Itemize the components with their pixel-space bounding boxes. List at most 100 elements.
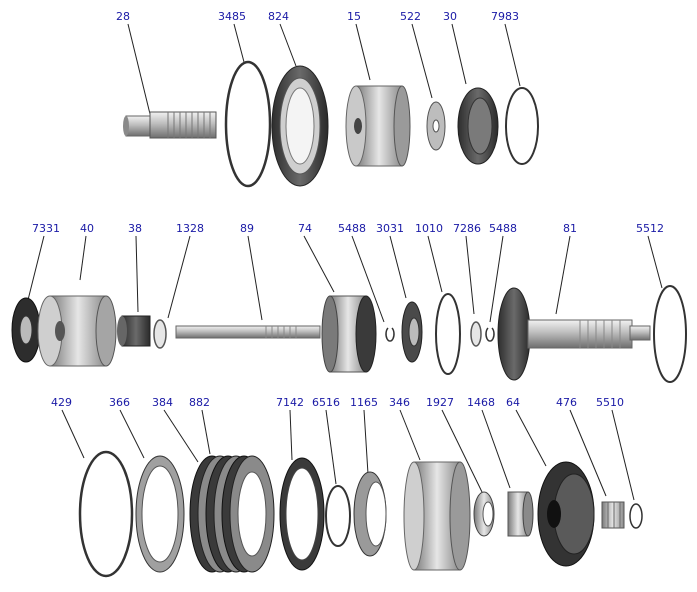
part-5510-snap-ring: [629, 503, 643, 529]
callout-346: 346: [389, 396, 410, 409]
leader-81: [555, 235, 571, 315]
part-81-output-shaft: [497, 287, 651, 381]
callout-28: 28: [116, 10, 130, 23]
callout-3031: 3031: [376, 222, 404, 235]
part-15-drum: [345, 85, 411, 167]
part-3485-snap-ring: [224, 60, 272, 188]
leader-74: [303, 235, 335, 293]
part-7331-thrust-plate: [11, 297, 41, 363]
part-5488-snap-ring-b: [485, 327, 495, 342]
part-384-882-clutch-pack: [189, 455, 275, 573]
callout-81: 81: [563, 222, 577, 235]
leader-7983: [504, 23, 521, 87]
leader-38: [135, 235, 139, 313]
leader-lines: [27, 23, 663, 501]
part-1165-sprag-cage: [353, 471, 387, 557]
part-5488-snap-ring-a: [385, 327, 395, 342]
callout-1165: 1165: [350, 396, 378, 409]
callout-40: 40: [80, 222, 94, 235]
part-38-sprag: [117, 315, 151, 347]
callout-7142: 7142: [276, 396, 304, 409]
part-40-planet-carrier: [37, 295, 117, 367]
callout-5488b: 5488: [489, 222, 517, 235]
callout-882: 882: [189, 396, 210, 409]
leader-476: [569, 409, 607, 497]
part-5512-snap-ring: [653, 285, 687, 383]
part-366-pressure-plate: [135, 455, 185, 573]
callout-366: 366: [109, 396, 130, 409]
callout-89: 89: [240, 222, 254, 235]
callout-1010: 1010: [415, 222, 443, 235]
callout-5488a: 5488: [338, 222, 366, 235]
callout-824: 824: [268, 10, 289, 23]
callout-429: 429: [51, 396, 72, 409]
leader-824: [279, 23, 297, 67]
part-6516-snap-ring: [325, 485, 351, 547]
part-824-clutch-assembly: [271, 65, 329, 187]
callout-5510: 5510: [596, 396, 624, 409]
callout-1468: 1468: [467, 396, 495, 409]
leader-6516: [325, 409, 337, 485]
leader-346: [399, 409, 421, 461]
callout-6516: 6516: [312, 396, 340, 409]
callout-5512: 5512: [636, 222, 664, 235]
part-476-spring: [601, 501, 625, 529]
leader-429: [61, 409, 85, 459]
callout-labels: 28 3485 824 15 522 30 7983 7331 40 38 13…: [32, 10, 664, 409]
leader-1328: [167, 235, 191, 319]
leader-366: [119, 409, 145, 459]
part-28-shaft: [123, 111, 217, 139]
part-1010-snap-ring: [435, 293, 461, 375]
leader-7331: [27, 235, 45, 301]
callout-1328: 1328: [176, 222, 204, 235]
callout-64: 64: [506, 396, 520, 409]
leader-1010: [427, 235, 443, 293]
part-30-ring-gear: [457, 87, 499, 165]
leader-7142: [289, 409, 293, 461]
leader-1468: [481, 409, 511, 489]
callout-74: 74: [298, 222, 312, 235]
callout-38: 38: [128, 222, 142, 235]
leader-40: [79, 235, 87, 281]
part-89-shaft: [175, 325, 321, 339]
leader-882: [201, 409, 211, 455]
callout-384: 384: [152, 396, 173, 409]
leader-3485: [233, 23, 245, 63]
leader-384: [163, 409, 199, 463]
callout-476: 476: [556, 396, 577, 409]
leader-5510: [611, 409, 635, 501]
callout-7983: 7983: [491, 10, 519, 23]
leader-5488a: [351, 235, 385, 323]
leader-30: [451, 23, 467, 85]
part-7142-clutch-plate: [279, 457, 325, 571]
leader-1165: [363, 409, 369, 475]
callout-7331: 7331: [32, 222, 60, 235]
part-1328-washer: [153, 319, 167, 349]
leader-28: [127, 23, 151, 115]
leader-522: [411, 23, 433, 99]
part-74-ring-gear: [321, 295, 377, 373]
leader-7286: [465, 235, 475, 315]
leader-89: [247, 235, 263, 321]
part-7286-washer: [470, 321, 482, 347]
part-7983-snap-ring: [505, 87, 539, 165]
leader-5488b: [489, 235, 504, 323]
leader-1927: [441, 409, 483, 493]
leader-64: [515, 409, 547, 467]
row-1-parts: [123, 60, 539, 188]
leader-3031: [389, 235, 407, 299]
callout-522: 522: [400, 10, 421, 23]
leader-15: [355, 23, 371, 81]
row-2-parts: [11, 285, 687, 383]
callout-3485: 3485: [218, 10, 246, 23]
callout-30: 30: [443, 10, 457, 23]
leader-5512: [647, 235, 663, 289]
part-522-washer: [426, 101, 446, 151]
callout-1927: 1927: [426, 396, 454, 409]
part-1927-bearing: [473, 491, 495, 537]
part-3031-sun-gear: [401, 301, 423, 363]
callout-15: 15: [347, 10, 361, 23]
part-1468-bushing: [507, 491, 534, 537]
part-64-gear-housing: [537, 461, 595, 567]
